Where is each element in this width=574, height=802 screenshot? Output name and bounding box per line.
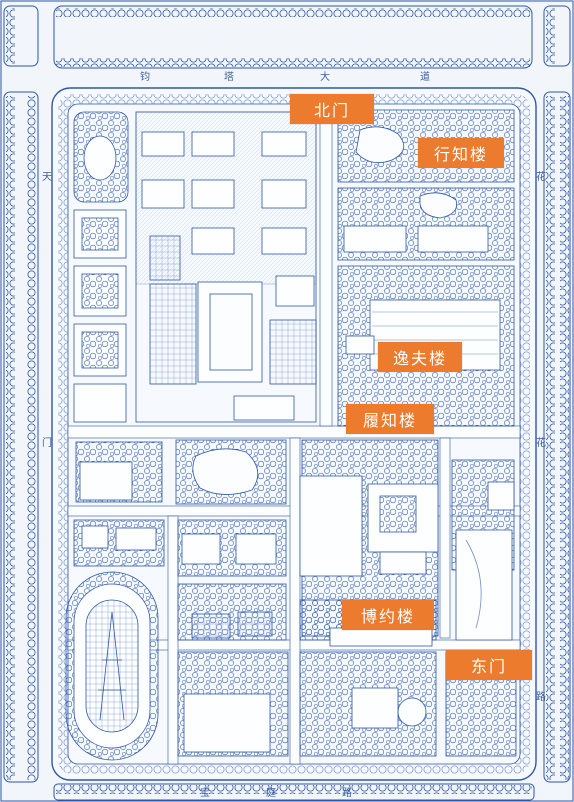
svg-text:庭: 庭 (266, 786, 276, 799)
svg-text:塔: 塔 (224, 70, 234, 83)
xingzhi-building-label[interactable]: 行知楼 (418, 138, 504, 168)
svg-text:路: 路 (342, 786, 352, 799)
svg-text:钧: 钧 (140, 71, 150, 83)
svg-text:天: 天 (42, 172, 52, 183)
lvzhi-building-label[interactable]: 履知楼 (346, 404, 434, 434)
svg-text:道: 道 (420, 70, 430, 83)
yifu-building-label[interactable]: 逸夫楼 (378, 342, 462, 372)
svg-text:宝: 宝 (200, 786, 210, 799)
svg-text:花: 花 (536, 170, 546, 183)
svg-text:花: 花 (536, 436, 546, 449)
svg-text:门: 门 (42, 436, 52, 449)
svg-text:大: 大 (320, 70, 330, 83)
svg-text:路: 路 (536, 690, 546, 703)
east-gate-label[interactable]: 东门 (446, 650, 532, 680)
boyue-building-label[interactable]: 博约楼 (342, 600, 434, 630)
north-gate-label[interactable]: 北门 (290, 94, 374, 124)
